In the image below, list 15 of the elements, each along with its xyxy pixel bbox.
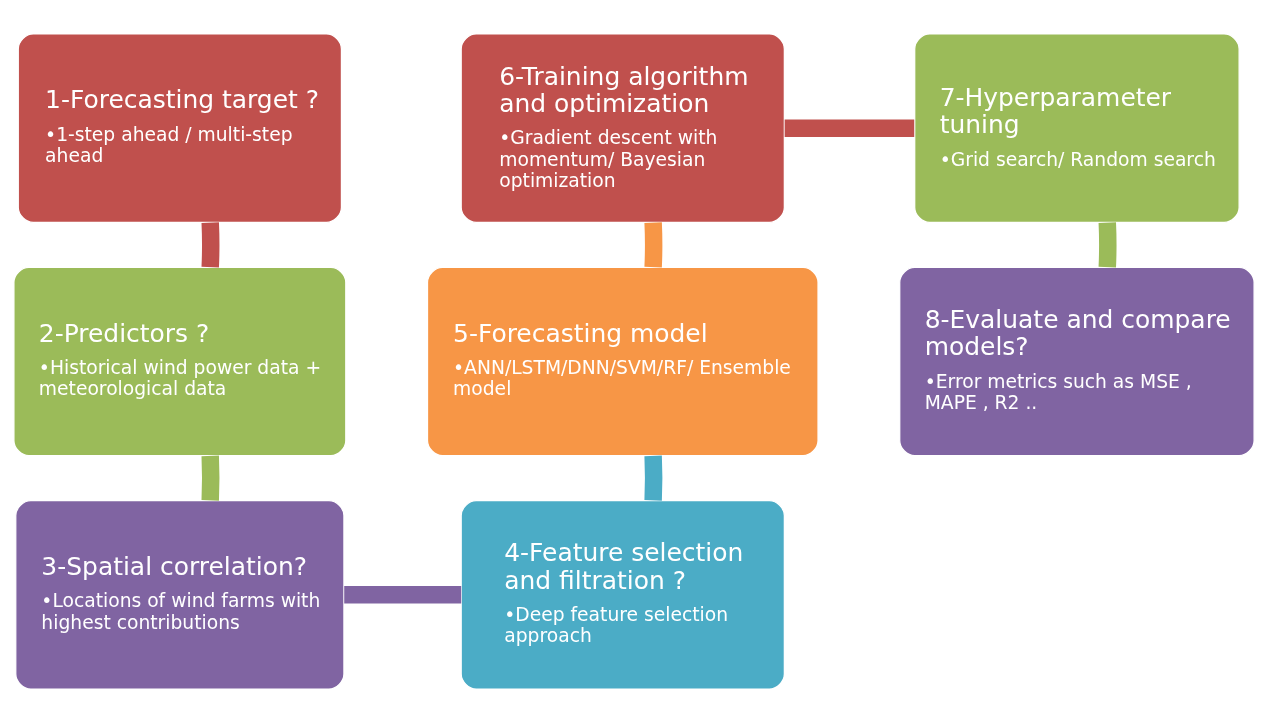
connector (784, 119, 915, 137)
node-box: 4-Feature selection and filtration ? •Deep feature selection approach (460, 500, 785, 690)
connector (1098, 222, 1117, 268)
connector (344, 586, 462, 604)
node-box: 8-Evaluate and compare models? •Error metrics such as MSE , MAPE , R2 .. (899, 266, 1255, 457)
connector (644, 455, 663, 501)
connector (201, 455, 220, 501)
node-box: 5-Forecasting model •ANN/LSTM/DNN/SVM/RF/ Ensemble model (426, 266, 819, 457)
node-box: 1-Forecasting target ? •1-step ahead / multi-step ahead (17, 33, 343, 223)
node-box: 6-Training algorithm and optimization •Gradient descent with momentum/ Bayesian optimization (460, 33, 785, 223)
node-box: 7-Hyperparameter tuning •Grid search/ Random search (914, 33, 1240, 223)
node-box: 2-Predictors ? •Historical wind power data + meteorological data (13, 266, 347, 457)
connector (201, 222, 220, 268)
node-box: 3-Spatial correlation? •Locations of wind farms with highest contributions (15, 500, 345, 690)
connector (644, 222, 663, 268)
